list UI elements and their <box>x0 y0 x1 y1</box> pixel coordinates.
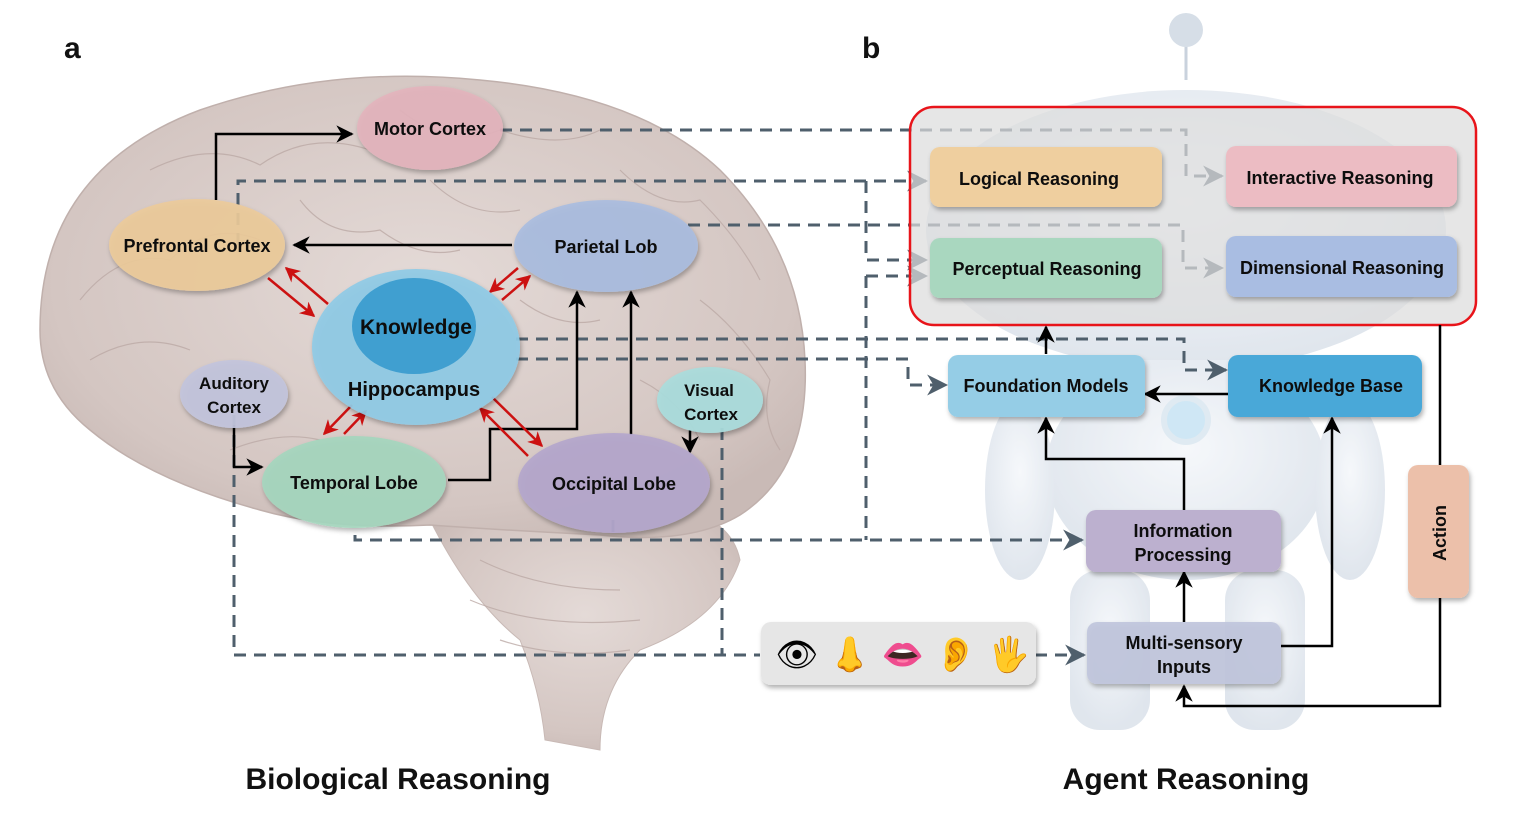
link-prefrontal-to-motor <box>214 125 354 200</box>
link-hippo-to-parietal <box>501 275 532 301</box>
action-box <box>1408 465 1469 598</box>
module-perceptual-reasoning[interactable]: Perceptual Reasoning <box>930 238 1162 298</box>
ear-icon: 👂 <box>935 635 977 675</box>
perceptual-reasoning-box <box>930 238 1162 298</box>
hand-icon: 🖐 <box>988 634 1030 676</box>
visual-cortex-shape <box>657 367 763 433</box>
logical-reasoning-label: Logical Reasoning <box>959 169 1119 189</box>
multisensory-inputs-label-2: Inputs <box>1157 657 1211 677</box>
senses-strip <box>761 622 1036 685</box>
region-hippocampus[interactable]: Knowledge Hippocampus <box>312 269 520 425</box>
panel-a-letter: a <box>64 32 81 65</box>
region-visual-cortex[interactable]: Visual Cortex <box>657 367 763 433</box>
panel-b-letter: b <box>862 32 880 65</box>
link-hippocampus-to-foundation <box>516 357 949 396</box>
link-hippocampus-to-knowledgebase <box>516 337 1229 381</box>
prefrontal-cortex-shape <box>109 199 285 291</box>
information-processing-label-2: Processing <box>1134 545 1231 565</box>
information-processing-box <box>1086 510 1281 572</box>
solid-links-agent <box>1037 325 1442 708</box>
action-label: Action <box>1430 505 1450 561</box>
temporal-lobe-shape <box>262 436 446 528</box>
knowledge-shape <box>352 278 476 374</box>
link-action-to-multisensory <box>1175 598 1442 708</box>
knowledge-base-box <box>1228 355 1422 417</box>
auditory-cortex-label-2: Cortex <box>207 398 261 417</box>
foundation-models-box <box>948 355 1145 417</box>
interactive-reasoning-box <box>1226 146 1457 207</box>
parietal-lob-label: Parietal Lob <box>554 237 657 257</box>
region-auditory-cortex[interactable]: Auditory Cortex <box>180 360 288 428</box>
hippocampus-label: Hippocampus <box>348 379 480 401</box>
auditory-cortex-shape <box>180 360 288 428</box>
region-temporal-lobe[interactable]: Temporal Lobe <box>262 436 446 528</box>
module-information-processing[interactable]: Information Processing <box>1086 510 1281 572</box>
link-hippo-to-occipital <box>491 396 544 448</box>
link-parietal-to-hippo <box>488 267 519 293</box>
knowledge-base-label: Knowledge Base <box>1259 376 1403 396</box>
occipital-lobe-label: Occipital Lobe <box>552 474 676 494</box>
panel-a-caption: Biological Reasoning <box>245 763 550 796</box>
motor-cortex-shape <box>357 86 503 170</box>
region-motor-cortex[interactable]: Motor Cortex <box>357 86 503 170</box>
nose-icon: 👃 <box>829 635 871 675</box>
link-prefrontal-to-perceptual <box>864 181 929 271</box>
link-information-to-foundation <box>1037 416 1186 512</box>
knowledge-label: Knowledge <box>360 316 472 339</box>
module-multisensory-inputs[interactable]: Multi-sensory Inputs <box>1087 622 1281 684</box>
multisensory-inputs-label-1: Multi-sensory <box>1125 633 1242 653</box>
module-action[interactable]: Action <box>1408 465 1469 598</box>
module-dimensional-reasoning[interactable]: Dimensional Reasoning <box>1226 236 1457 297</box>
panel-b-caption: Agent Reasoning <box>1063 763 1310 796</box>
region-parietal-lob[interactable]: Parietal Lob <box>514 200 698 292</box>
bidirectional-links <box>267 267 544 457</box>
senses-panel <box>761 622 1036 685</box>
motor-cortex-label: Motor Cortex <box>374 119 486 139</box>
solid-links-brain <box>214 125 699 482</box>
module-logical-reasoning[interactable]: Logical Reasoning <box>930 147 1162 207</box>
module-interactive-reasoning[interactable]: Interactive Reasoning <box>1226 146 1457 207</box>
region-prefrontal-cortex[interactable]: Prefrontal Cortex <box>109 199 285 291</box>
dimensional-reasoning-box <box>1226 236 1457 297</box>
link-sensory-cortices-to-senses <box>232 415 760 657</box>
prefrontal-cortex-label: Prefrontal Cortex <box>123 236 270 256</box>
link-temporal-to-parietal <box>448 290 586 482</box>
eye-icon: 👁 <box>775 635 818 675</box>
dimensional-reasoning-label: Dimensional Reasoning <box>1240 258 1444 278</box>
interactive-reasoning-label: Interactive Reasoning <box>1246 168 1433 188</box>
information-processing-label-1: Information <box>1134 521 1233 541</box>
link-hippo-to-temporal <box>322 404 353 436</box>
module-foundation-models[interactable]: Foundation Models <box>948 355 1145 417</box>
mouth-icon: 👄 <box>882 635 924 675</box>
senses-icons: 👁 👃 👄 👂 🖐 <box>775 634 1030 676</box>
multisensory-inputs-box <box>1087 622 1281 684</box>
visual-cortex-label-1: Visual <box>684 381 734 400</box>
link-multisensory-to-knowledgebase <box>1281 416 1341 648</box>
link-prefrontal-to-hippo <box>267 277 316 317</box>
logical-reasoning-box <box>930 147 1162 207</box>
link-occipital-to-hippo <box>478 406 529 457</box>
auditory-cortex-label-1: Auditory <box>199 374 269 393</box>
module-knowledge-base[interactable]: Knowledge Base <box>1228 355 1422 417</box>
link-hippo-to-prefrontal <box>284 267 329 305</box>
link-temporal-to-hippo <box>343 409 368 435</box>
link-lobes-to-information <box>353 529 1085 551</box>
occipital-lobe-shape <box>518 433 710 533</box>
region-occipital-lobe[interactable]: Occipital Lobe <box>518 433 710 533</box>
perceptual-reasoning-label: Perceptual Reasoning <box>952 259 1141 279</box>
link-auditory-to-temporal <box>232 425 264 476</box>
foundation-models-label: Foundation Models <box>964 376 1129 396</box>
visual-cortex-label-2: Cortex <box>684 405 738 424</box>
parietal-lob-shape <box>514 200 698 292</box>
temporal-lobe-label: Temporal Lobe <box>290 473 418 493</box>
